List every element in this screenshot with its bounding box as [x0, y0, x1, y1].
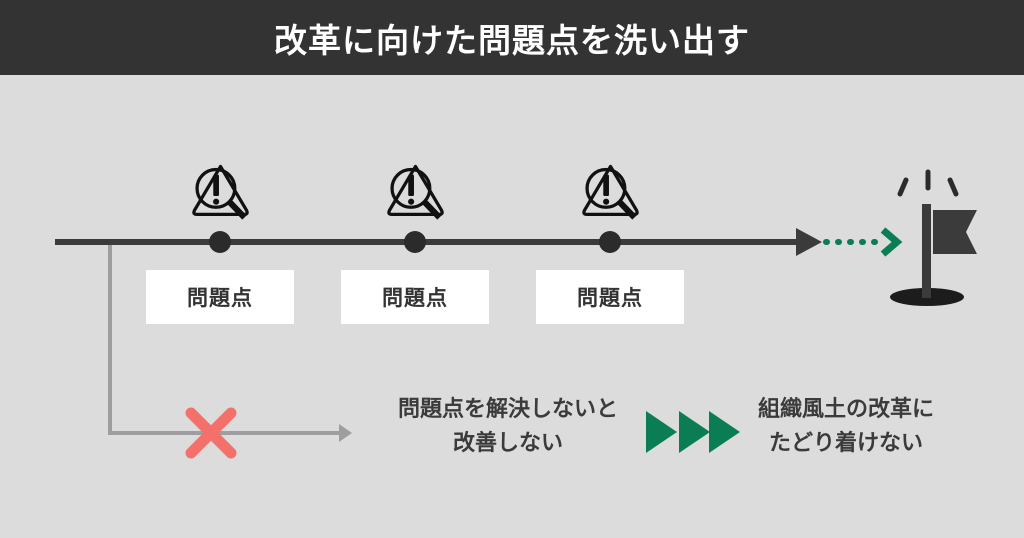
warning-magnifier-icon — [387, 164, 444, 220]
consequence-text: 問題点を解決しないと 改善しない — [356, 392, 660, 460]
result-line-1: 組織風土の改革に — [757, 396, 934, 421]
problem-label-box: 問題点 — [341, 270, 489, 324]
timeline-dot — [209, 231, 231, 253]
result-text: 組織風土の改革に たどり着けない — [730, 392, 962, 460]
problem-label-text: 問題点 — [187, 287, 253, 310]
green-chevron-arrow — [880, 227, 903, 257]
consequence-line-1: 問題点を解決しないと — [397, 396, 618, 421]
dotted-continuation — [823, 227, 903, 257]
consequence-line-2: 改善しない — [452, 430, 563, 456]
timeline-arrowhead — [796, 228, 822, 256]
x-mark-icon — [185, 407, 237, 459]
header-bar — [0, 0, 1024, 75]
problem-label-text: 問題点 — [382, 287, 448, 310]
problem-label-text: 問題点 — [577, 287, 643, 310]
timeline-dot — [599, 231, 621, 253]
problem-label-box: 問題点 — [536, 270, 684, 324]
timeline-dot — [404, 231, 426, 253]
warning-magnifier-icon — [192, 164, 249, 220]
problem-label-box: 問題点 — [146, 270, 294, 324]
warning-magnifier-icon — [582, 164, 639, 220]
goal-flag-icon — [890, 169, 977, 306]
triple-triangle-right-icon — [646, 411, 740, 453]
branch-arrowhead — [339, 424, 352, 442]
page-title: 改革に向けた問題点を洗い出す — [274, 21, 750, 59]
result-line-2: たどり着けない — [768, 430, 923, 456]
timeline-axis — [55, 228, 822, 256]
branch-path — [108, 245, 352, 442]
